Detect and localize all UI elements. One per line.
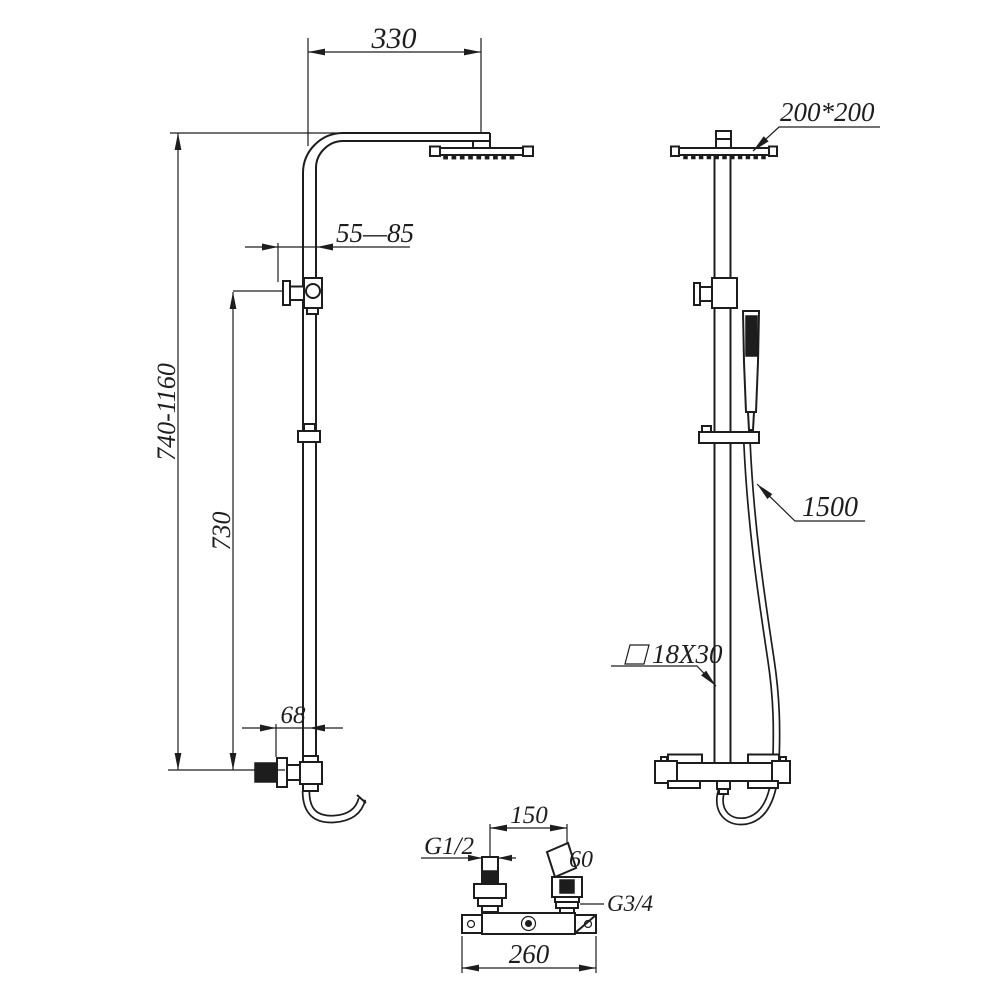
shower-head bbox=[429, 140, 534, 160]
slider-bracket bbox=[698, 425, 760, 444]
head-size-label: 200*200 bbox=[780, 97, 875, 127]
label-outlet-thread: G3/4 bbox=[580, 891, 653, 916]
side-view: 200*200 1500 18X30 bbox=[611, 97, 880, 826]
bottom-valve bbox=[254, 755, 367, 824]
outlet-60-label: 60 bbox=[569, 847, 593, 873]
dimension-bracket-height: 730 bbox=[207, 292, 237, 770]
dim-68-label: 68 bbox=[281, 702, 307, 729]
dimension-wall-offset: 55—85 bbox=[245, 218, 414, 282]
label-pipe-profile: 18X30 bbox=[611, 639, 723, 687]
right-outlet: 60 bbox=[545, 841, 593, 914]
dim-150-label: 150 bbox=[510, 802, 548, 829]
dim-260-label: 260 bbox=[509, 939, 550, 969]
dim-730-label: 730 bbox=[207, 512, 236, 551]
valve-plan-view: 150 G1/2 60 G bbox=[421, 802, 653, 973]
valve-body bbox=[461, 912, 597, 935]
dimension-head-reach: 330 bbox=[307, 22, 482, 146]
slider-collar bbox=[297, 423, 321, 443]
nozzle-dots-side bbox=[683, 154, 766, 160]
dim-330-label: 330 bbox=[371, 22, 417, 55]
inlet-thread-label: G1/2 bbox=[424, 833, 474, 860]
riser-pipe-side bbox=[713, 148, 732, 763]
outlet-thread-label: G3/4 bbox=[607, 891, 653, 916]
dimension-body-width: 260 bbox=[461, 936, 597, 973]
square-profile-icon bbox=[624, 644, 650, 665]
dimension-height-range: 740-1160 bbox=[152, 132, 343, 771]
hand-shower bbox=[741, 310, 761, 431]
wall-bracket-side bbox=[693, 277, 738, 309]
mixer-bar-side bbox=[654, 753, 791, 795]
dim-55-85-label: 55—85 bbox=[336, 218, 414, 248]
label-inlet-thread: G1/2 bbox=[421, 833, 516, 862]
label-hose-length: 1500 bbox=[756, 483, 865, 523]
nozzle-dots bbox=[443, 154, 515, 160]
shower-head-side bbox=[670, 130, 778, 160]
label-head-size: 200*200 bbox=[752, 97, 880, 152]
hose-length-label: 1500 bbox=[802, 492, 858, 523]
left-outlet bbox=[473, 856, 507, 913]
dimension-outlet-offset: 68 bbox=[242, 702, 343, 757]
wall-bracket bbox=[233, 277, 323, 315]
front-view: 330 55—85 740-1160 730 68 bbox=[152, 22, 534, 824]
dim-740-1160-label: 740-1160 bbox=[152, 363, 181, 461]
dimension-outlet-spacing: 150 bbox=[489, 802, 568, 856]
pipe-profile-label: 18X30 bbox=[652, 639, 723, 669]
